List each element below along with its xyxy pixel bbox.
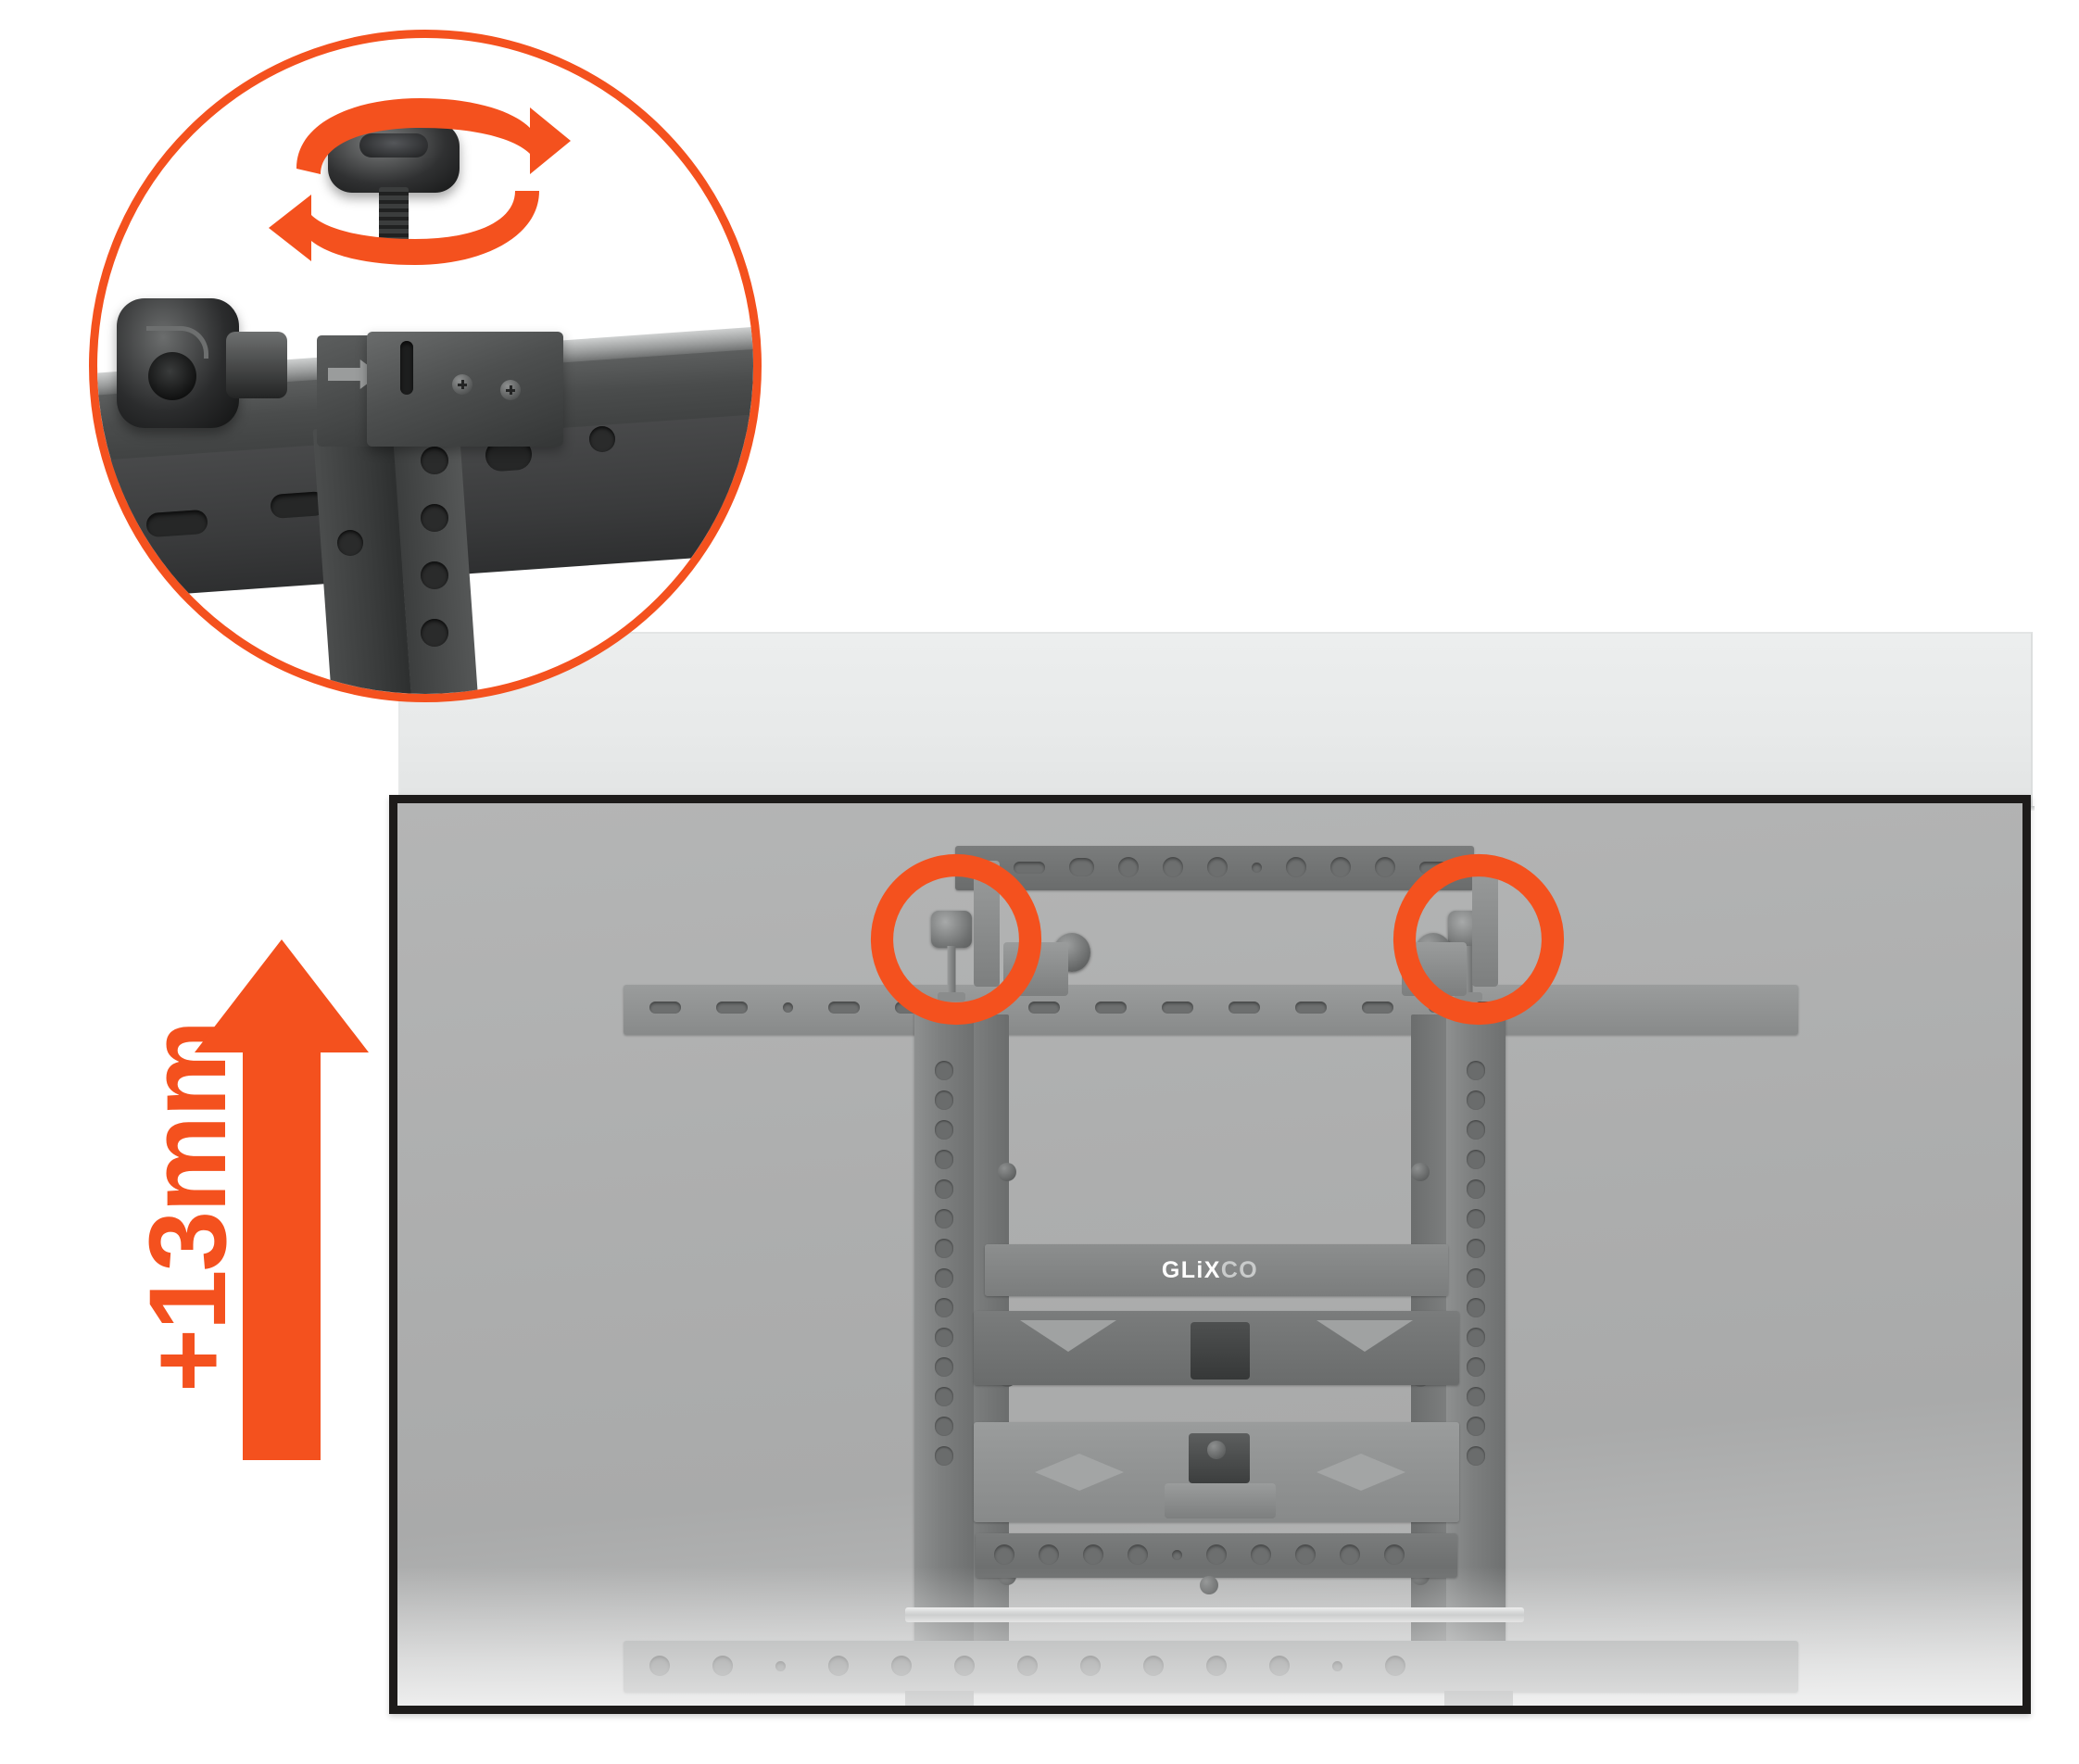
tv-screen: GLiXCO xyxy=(397,803,2022,1706)
knob-threaded-shaft xyxy=(379,187,409,246)
brand-primary: GLiX xyxy=(1161,1257,1221,1283)
center-tilt-bolt xyxy=(1207,1441,1226,1459)
right-knob-highlight xyxy=(1392,853,1565,1026)
magnified-callout xyxy=(89,30,762,702)
logo-crossbar xyxy=(985,1244,1448,1296)
callout-thread-slot xyxy=(400,341,413,395)
brand-logo: GLiXCO xyxy=(742,1257,1678,1284)
tv-wall-mount-assembly: GLiXCO xyxy=(624,829,1798,1706)
up-arrow-icon xyxy=(195,939,369,1460)
tv-panel: GLiXCO xyxy=(389,795,2031,1714)
top-wall-rail xyxy=(624,985,1798,1035)
right-pivot-bolt xyxy=(1411,1163,1430,1181)
top-wall-rail-holes xyxy=(649,1002,1506,1014)
left-pivot-bolt xyxy=(998,1163,1016,1181)
knob-neck xyxy=(226,332,287,398)
left-knob-highlight xyxy=(870,853,1042,1026)
center-tilt-strap xyxy=(1165,1483,1276,1518)
screen-reflection xyxy=(397,1567,2022,1706)
callout-rail-hole-2 xyxy=(589,426,615,452)
callout-arm-hole-3 xyxy=(421,561,448,589)
callout-rail-slot-1 xyxy=(145,509,208,538)
callout-arm-hole-1 xyxy=(421,447,448,474)
callout-arm-hole-2 xyxy=(421,504,448,532)
callout-arm-hole-4 xyxy=(421,619,448,647)
side-thumb-knob[interactable] xyxy=(117,298,287,437)
bottom-rail-holes xyxy=(994,1544,1405,1565)
brand-secondary: CO xyxy=(1220,1257,1259,1283)
left-adjust-knob[interactable] xyxy=(931,911,972,948)
knob-arrow-marking xyxy=(146,326,208,359)
callout-screw-2 xyxy=(500,380,521,400)
right-knob-post xyxy=(1472,861,1498,987)
measurement-indicator: +13mm xyxy=(56,926,369,1482)
thumb-knob-icon xyxy=(328,122,460,193)
rotate-both-ways-icon xyxy=(265,83,571,306)
left-arm-slots xyxy=(935,1061,953,1466)
callout-arm-hole-5 xyxy=(337,530,363,556)
knob-center-hole xyxy=(148,352,196,400)
center-lock-block xyxy=(1191,1322,1250,1380)
callout-contents xyxy=(97,38,753,694)
right-arm-slots xyxy=(1467,1061,1485,1466)
callout-screw-1 xyxy=(452,374,472,395)
